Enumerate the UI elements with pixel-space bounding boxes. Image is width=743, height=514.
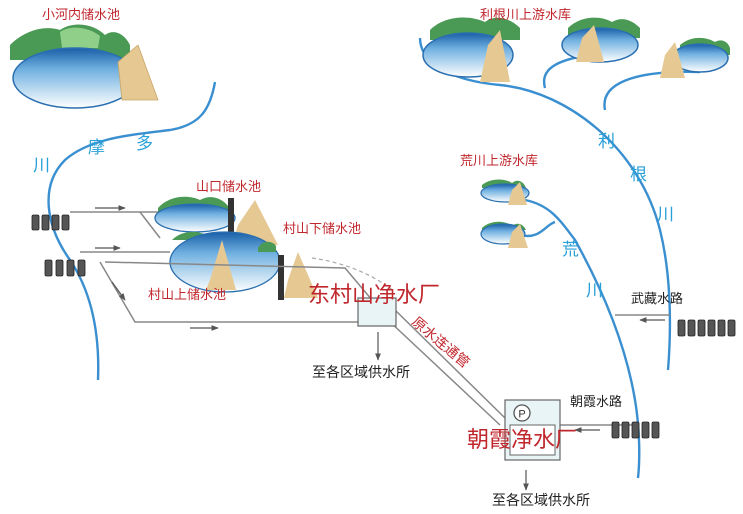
flow-arrows — [95, 205, 665, 491]
flow-lines — [70, 211, 670, 426]
tama-river-char-1: 川 — [33, 156, 50, 176]
tone-river-char-3: 川 — [657, 205, 674, 225]
tone-river-char-1: 利 — [598, 132, 615, 152]
arakawa-river-char-2: 川 — [586, 281, 603, 301]
asaka-channel-label: 朝霞水路 — [570, 395, 623, 410]
murayama-reservoirs — [154, 196, 318, 300]
intake-pumps-4 — [611, 421, 660, 439]
asaka-plant-box — [504, 399, 561, 461]
arakawa-upstream-dams — [480, 179, 530, 248]
higashimurayama-plant-label: 东村山净水厂 — [308, 283, 441, 308]
yamaguchi-label: 山口储水池 — [196, 180, 262, 195]
tama-river-char-2: 摩 — [88, 138, 105, 158]
tama-river-char-3: 多 — [136, 134, 153, 154]
higashimurayama-plant-box — [357, 297, 397, 327]
tone-river-char-2: 根 — [630, 165, 647, 185]
arakawa-river-char-1: 荒 — [562, 240, 579, 260]
supply-label-1: 至各区域供水所 — [312, 365, 410, 381]
pump-icon: P — [513, 404, 531, 422]
asaka-plant-label: 朝霞净水厂 — [467, 428, 578, 453]
murayama-lower-label: 村山下储水池 — [283, 222, 362, 237]
ogouchi-reservoir — [10, 24, 159, 109]
tama-river — [47, 81, 217, 381]
tone-upstream-label: 利根川上游水库 — [480, 8, 572, 23]
intake-pumps-2 — [44, 259, 86, 277]
arakawa-upstream-label: 荒川上游水库 — [460, 154, 539, 169]
supply-label-2: 至各区域供水所 — [492, 493, 590, 509]
intake-pumps-1 — [31, 214, 70, 231]
intake-pumps-3 — [677, 319, 736, 337]
tone-upstream-dams — [422, 17, 730, 82]
musashi-channel-label: 武藏水路 — [631, 292, 684, 307]
pump-symbol: P — [518, 409, 525, 421]
raw-water-pipe-dashed — [311, 257, 396, 293]
murayama-upper-label: 村山上储水池 — [148, 288, 227, 303]
ogouchi-label: 小河内储水池 — [42, 8, 121, 23]
